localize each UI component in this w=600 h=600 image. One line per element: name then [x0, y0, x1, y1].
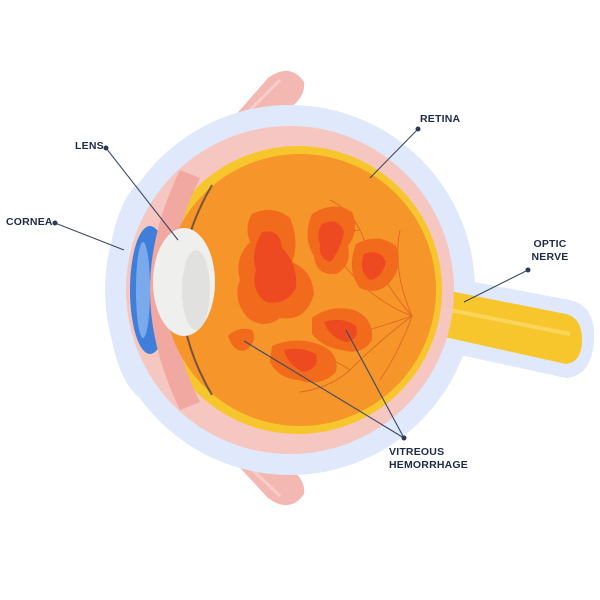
optic-nerve-label-line1: OPTIC [533, 238, 567, 250]
lens-dot [103, 145, 109, 151]
vitreous-hemorrhage [228, 206, 399, 383]
retina-leader [369, 128, 419, 179]
ciliary-body [150, 170, 200, 410]
leader-lines [54, 128, 529, 439]
cornea-highlight [136, 242, 150, 338]
optic-nerve-leader [463, 269, 529, 303]
optic-nerve-label-line2: NERVE [531, 251, 569, 263]
retina-dot [415, 126, 421, 132]
vitreous-leader-2 [345, 329, 405, 439]
hemorrhage-blot-1-core [254, 231, 297, 303]
leader-dots [52, 126, 531, 441]
vitreous-hemorrhage-label: VITREOUS HEMORRHAGE [389, 446, 468, 472]
hemorrhage-blot-5-core [284, 348, 317, 372]
lens-shadow [182, 250, 210, 330]
hemorrhage-blot-6 [228, 328, 254, 351]
optic-nerve-label: OPTIC NERVE [523, 238, 577, 264]
vitreous-label-line1: VITREOUS [389, 446, 445, 458]
vitreous-dot [401, 435, 407, 441]
hemorrhage-blot-2-core [318, 221, 344, 262]
vitreous-label-line2: HEMORRHAGE [389, 459, 469, 471]
retina-label: RETINA [420, 113, 461, 125]
optic-nerve-dot [525, 267, 531, 273]
hemorrhage-blot-4-core [324, 319, 357, 342]
cornea-leader [54, 222, 125, 251]
vitreous-leader-1 [243, 340, 405, 439]
cornea-dot [52, 220, 58, 226]
cornea-label: CORNEA [6, 216, 53, 228]
lens-leader [105, 147, 179, 241]
hemorrhage-blot-3-core [362, 252, 386, 280]
lens-label: LENS [75, 140, 104, 152]
